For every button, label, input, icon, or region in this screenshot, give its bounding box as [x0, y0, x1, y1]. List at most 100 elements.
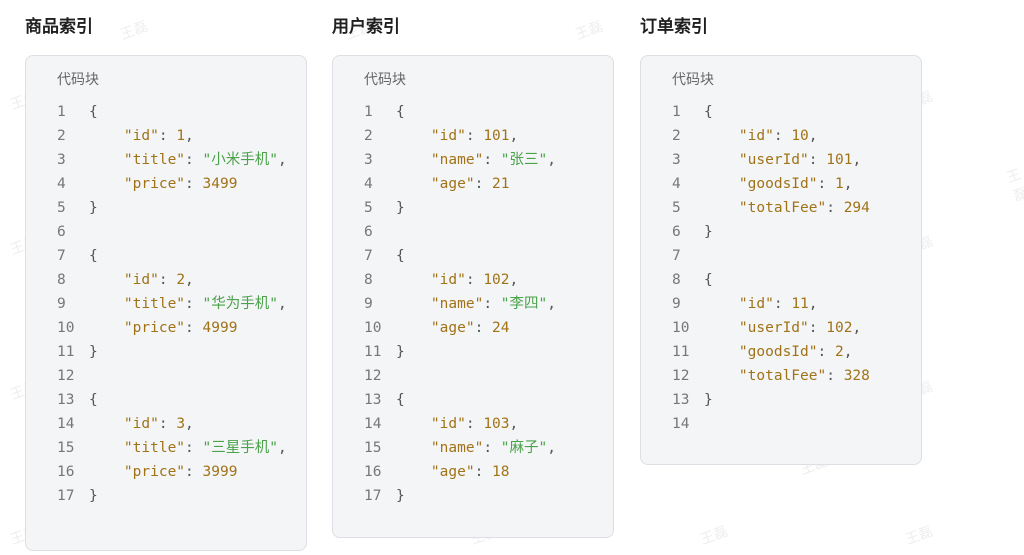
line-number: 11 [57, 344, 75, 360]
code-line: 10 "userId": 102, [672, 318, 870, 342]
json-number: 24 [492, 320, 510, 336]
code-line: 7{ [57, 246, 287, 270]
json-punctuation: , [509, 128, 519, 144]
json-string: "三星手机" [202, 440, 278, 456]
line-number: 11 [672, 344, 690, 360]
json-punctuation: : [474, 176, 493, 192]
json-number: 3999 [202, 464, 238, 480]
line-number: 9 [364, 296, 373, 312]
json-key: "title" [123, 296, 186, 312]
json-punctuation: : [185, 296, 203, 312]
json-number: 103 [483, 416, 510, 432]
json-punctuation: : [465, 272, 484, 288]
json-key: "age" [430, 464, 475, 480]
line-number: 5 [364, 200, 373, 216]
code-line: 13{ [364, 390, 556, 414]
code-line: 3 "name": "张三", [364, 150, 556, 174]
code-line: 13{ [57, 390, 287, 414]
line-number: 4 [364, 176, 373, 192]
json-punctuation: : [826, 368, 844, 384]
indent [704, 200, 739, 216]
line-number: 16 [57, 464, 75, 480]
json-key: "id" [123, 128, 159, 144]
code-line: 3 "userId": 101, [672, 150, 870, 174]
indent [396, 320, 431, 336]
indent [704, 296, 739, 312]
line-number: 17 [364, 488, 382, 504]
json-punctuation: } [704, 224, 713, 240]
code-line: 10 "age": 24 [364, 318, 556, 342]
line-number: 14 [57, 416, 75, 432]
panel-title: 用户索引 [332, 17, 400, 37]
line-number: 6 [364, 224, 373, 240]
code-line: 11 "goodsId": 2, [672, 342, 870, 366]
code-line: 5 "totalFee": 294 [672, 198, 870, 222]
code-line: 5} [364, 198, 556, 222]
json-key: "goodsId" [738, 176, 818, 192]
watermark: 王磊 [903, 523, 936, 549]
json-punctuation: } [89, 488, 98, 504]
line-number: 12 [57, 368, 75, 384]
indent [89, 464, 124, 480]
json-punctuation: : [185, 464, 203, 480]
code-lines: 1{2 "id": 10,3 "userId": 101,4 "goodsId"… [672, 102, 870, 438]
indent [396, 416, 431, 432]
line-number: 4 [57, 176, 66, 192]
code-line: 2 "id": 101, [364, 126, 556, 150]
json-number: 10 [791, 128, 809, 144]
json-punctuation: , [509, 272, 519, 288]
json-punctuation: : [773, 296, 792, 312]
json-string: "麻子" [500, 440, 548, 456]
json-punctuation: } [396, 200, 405, 216]
code-block: 代码块 1{2 "id": 1,3 "title": "小米手机",4 "pri… [25, 55, 307, 551]
json-key: "id" [738, 296, 774, 312]
json-punctuation: { [89, 104, 98, 120]
code-line: 13} [672, 390, 870, 414]
line-number: 10 [364, 320, 382, 336]
json-key: "price" [123, 176, 186, 192]
json-punctuation: , [185, 272, 194, 288]
indent [89, 152, 124, 168]
code-line: 12 [57, 366, 287, 390]
indent [704, 152, 739, 168]
json-key: "id" [738, 128, 774, 144]
watermark: 王磊 [118, 18, 151, 44]
line-number: 2 [672, 128, 681, 144]
json-key: "goodsId" [738, 344, 818, 360]
json-string: "李四" [500, 296, 548, 312]
json-punctuation: : [808, 152, 827, 168]
indent [396, 128, 431, 144]
json-punctuation: { [89, 248, 98, 264]
json-key: "userId" [738, 320, 809, 336]
json-number: 3499 [202, 176, 238, 192]
json-punctuation: : [185, 176, 203, 192]
code-line: 7{ [364, 246, 556, 270]
json-punctuation: , [277, 296, 287, 312]
indent [89, 416, 124, 432]
json-number: 1 [176, 128, 186, 144]
line-number: 6 [57, 224, 66, 240]
json-punctuation: , [547, 296, 556, 312]
json-key: "id" [123, 416, 159, 432]
json-punctuation: } [89, 200, 98, 216]
json-number: 101 [826, 152, 853, 168]
json-key: "name" [430, 440, 484, 456]
code-line: 10 "price": 4999 [57, 318, 287, 342]
code-line: 1{ [364, 102, 556, 126]
json-number: 102 [826, 320, 853, 336]
line-number: 9 [57, 296, 66, 312]
json-punctuation: : [158, 128, 177, 144]
line-number: 16 [364, 464, 382, 480]
code-line: 3 "title": "小米手机", [57, 150, 287, 174]
code-line: 14 "id": 103, [364, 414, 556, 438]
code-line: 17} [364, 486, 556, 510]
json-punctuation: { [396, 104, 405, 120]
code-line: 2 "id": 1, [57, 126, 287, 150]
indent [89, 296, 124, 312]
line-number: 2 [364, 128, 373, 144]
json-punctuation: : [185, 152, 203, 168]
json-number: 4999 [202, 320, 238, 336]
json-string: "小米手机" [202, 152, 278, 168]
json-key: "age" [430, 320, 475, 336]
indent [396, 272, 431, 288]
